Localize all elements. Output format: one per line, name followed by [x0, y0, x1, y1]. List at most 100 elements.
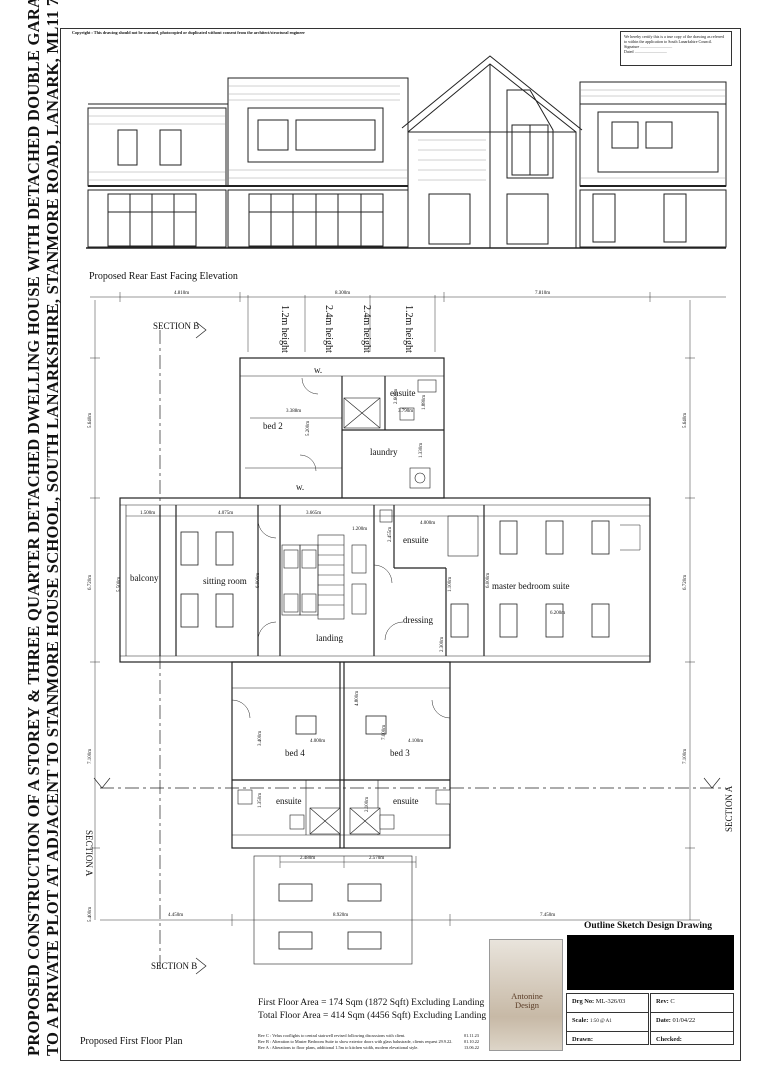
dim-2600: 2.600m: [394, 388, 399, 404]
copyright-notice: Copyright : This drawing should not be s…: [72, 30, 305, 35]
room-label-ensuite-bed-3: ensuite: [393, 796, 419, 806]
sheet-border: [60, 28, 741, 1061]
dim-overall-left: 4.810m: [174, 291, 190, 296]
section-b-label-bottom: SECTION B: [151, 961, 198, 971]
dim-3665: 3.665m: [306, 511, 322, 516]
title-block-drg-no: Drg No: ML-326/03: [566, 993, 649, 1013]
dim-overall-right: 7.810m: [535, 291, 551, 296]
revision-c-date: 01.11.23: [464, 1033, 479, 1038]
dim-2480: 2.480m: [300, 856, 316, 861]
total-floor-area-note: Total Floor Area = 414 Sqm (4456 Sqft) E…: [258, 1011, 487, 1021]
room-label-w-top: w.: [314, 365, 323, 375]
title-block-rev: Rev: C: [650, 993, 734, 1013]
floor-plan-sanitaryware: [237, 379, 479, 835]
drg-no-value: ML-326/03: [595, 998, 626, 1005]
title-block-scale: Scale: 1:50 @ A1: [566, 1012, 649, 1032]
dated-label: Dated: [624, 49, 634, 54]
rev-value: C: [670, 998, 675, 1005]
dim-left-6720: 6.720m: [88, 574, 93, 590]
plan-caption: Proposed First Floor Plan: [80, 1036, 183, 1047]
dim-7450: 7.450m: [540, 913, 556, 918]
dim-1500: 1.500m: [140, 511, 156, 516]
room-label-master-bedroom-suite: master bedroom suite: [492, 581, 570, 591]
dim-1200: 1.200m: [352, 527, 368, 532]
dim-4000-ensuite: 4.000m: [420, 521, 436, 526]
dim-right-6720: 6.720m: [683, 574, 688, 590]
height-label-4: 1.2m height: [403, 305, 414, 353]
floor-plan-walls: [119, 357, 651, 965]
room-label-balcony: balcony: [130, 573, 159, 583]
redacted-block: [567, 935, 734, 990]
certification-text: We hereby certify this is a true copy of…: [624, 34, 725, 44]
room-label-dressing: dressing: [403, 615, 433, 625]
date-value: 01/04/22: [672, 1017, 696, 1024]
dim-3400: 3.400m: [258, 730, 263, 746]
room-label-bed-2: bed 2: [263, 421, 283, 431]
company-logo: [489, 939, 563, 1051]
date-label: Date:: [656, 1017, 671, 1024]
revision-notes: Rev C : Velux rooflights to central stai…: [258, 1033, 479, 1051]
room-label-w-bottom: w.: [296, 482, 305, 492]
dim-4100: 4.100m: [408, 739, 424, 744]
floor-plan-dimension-lines: [90, 292, 726, 926]
dim-6000-master: 6.000m: [486, 572, 491, 588]
title-block-drawn: Drawn:: [566, 1031, 649, 1045]
room-label-ensuite-master: ensuite: [403, 535, 429, 545]
dim-4800: 4.800m: [355, 690, 360, 706]
room-label-laundry: laundry: [370, 447, 398, 457]
floor-plan-door-swings: [231, 377, 641, 719]
dim-1880: 1.880m: [422, 394, 427, 410]
dim-1330: 1.330m: [419, 442, 424, 458]
room-label-bed-3: bed 3: [390, 748, 410, 758]
checked-label: Checked:: [656, 1036, 682, 1043]
room-label-bed-4: bed 4: [285, 748, 305, 758]
certification-box: We hereby certify this is a true copy of…: [620, 31, 732, 66]
scale-label: Scale:: [572, 1017, 589, 1024]
section-a-label-left: SECTION A: [84, 830, 94, 877]
room-label-ensuite-bed-4: ensuite: [276, 796, 302, 806]
revision-c-text: Rev C : Velux rooflights to central stai…: [258, 1033, 406, 1038]
revision-b-date: 01.10.22: [464, 1039, 480, 1044]
section-markers: [93, 321, 726, 975]
rev-label: Rev:: [656, 998, 669, 1005]
dim-2100: 2.100m: [365, 796, 370, 812]
signature-label: Signature: [624, 44, 640, 49]
dim-2300: 2.300m: [440, 636, 445, 652]
revision-a-date: 13.06.22: [464, 1045, 480, 1050]
revision-a-text: Rev A : Alterations to floor plans, addi…: [258, 1045, 419, 1050]
height-label-1: 1.2m height: [279, 305, 290, 353]
height-label-2: 2.4m height: [323, 305, 334, 353]
dim-overall-centre: 8.300m: [335, 291, 351, 296]
scale-value: 1:50 @ A1: [589, 1019, 612, 1024]
logo-name-line-1: Antonine: [511, 991, 543, 1001]
logo-name-line-2: Design: [514, 1000, 540, 1010]
room-label-landing: landing: [316, 633, 343, 643]
height-label-3: 2.4m height: [361, 305, 372, 353]
dim-right-5640: 5.640m: [683, 412, 688, 428]
revision-b-text: Rev B : Alteration to Master Bedroom Sui…: [258, 1039, 453, 1044]
room-label-ensuite-top: ensuite: [390, 388, 416, 398]
elevation-gable: [401, 55, 583, 249]
dim-7000: 7.000m: [382, 724, 387, 740]
first-floor-area-note: First Floor Area = 174 Sqm (1872 Sqft) E…: [258, 998, 485, 1008]
room-label-sitting-room: sitting room: [203, 576, 247, 586]
elevation-right-wing: [579, 81, 727, 248]
dim-3790: 3.790m: [398, 409, 414, 414]
drawn-label: Drawn:: [572, 1036, 593, 1043]
title-block-checked: Checked:: [650, 1031, 734, 1045]
dim-left-5640: 5.640m: [88, 412, 93, 428]
dim-1100: 1.100m: [448, 576, 453, 592]
dim-2455: 2.455m: [388, 526, 393, 542]
dim-8920: 8.920m: [333, 913, 349, 918]
drg-no-label: Drg No:: [572, 998, 595, 1005]
floor-plan-staircase: [281, 534, 367, 620]
title-block-date: Date: 01/04/22: [650, 1012, 734, 1032]
outline-sketch-label: Outline Sketch Design Drawing: [584, 921, 712, 931]
dim-5500: 5.500m: [117, 576, 122, 592]
dim-6000-sitting: 6.000m: [256, 572, 261, 588]
elevation-roof-hatching: [88, 85, 726, 181]
section-b-label-top: SECTION B: [153, 321, 200, 331]
dim-right-7100: 7.100m: [683, 748, 688, 764]
